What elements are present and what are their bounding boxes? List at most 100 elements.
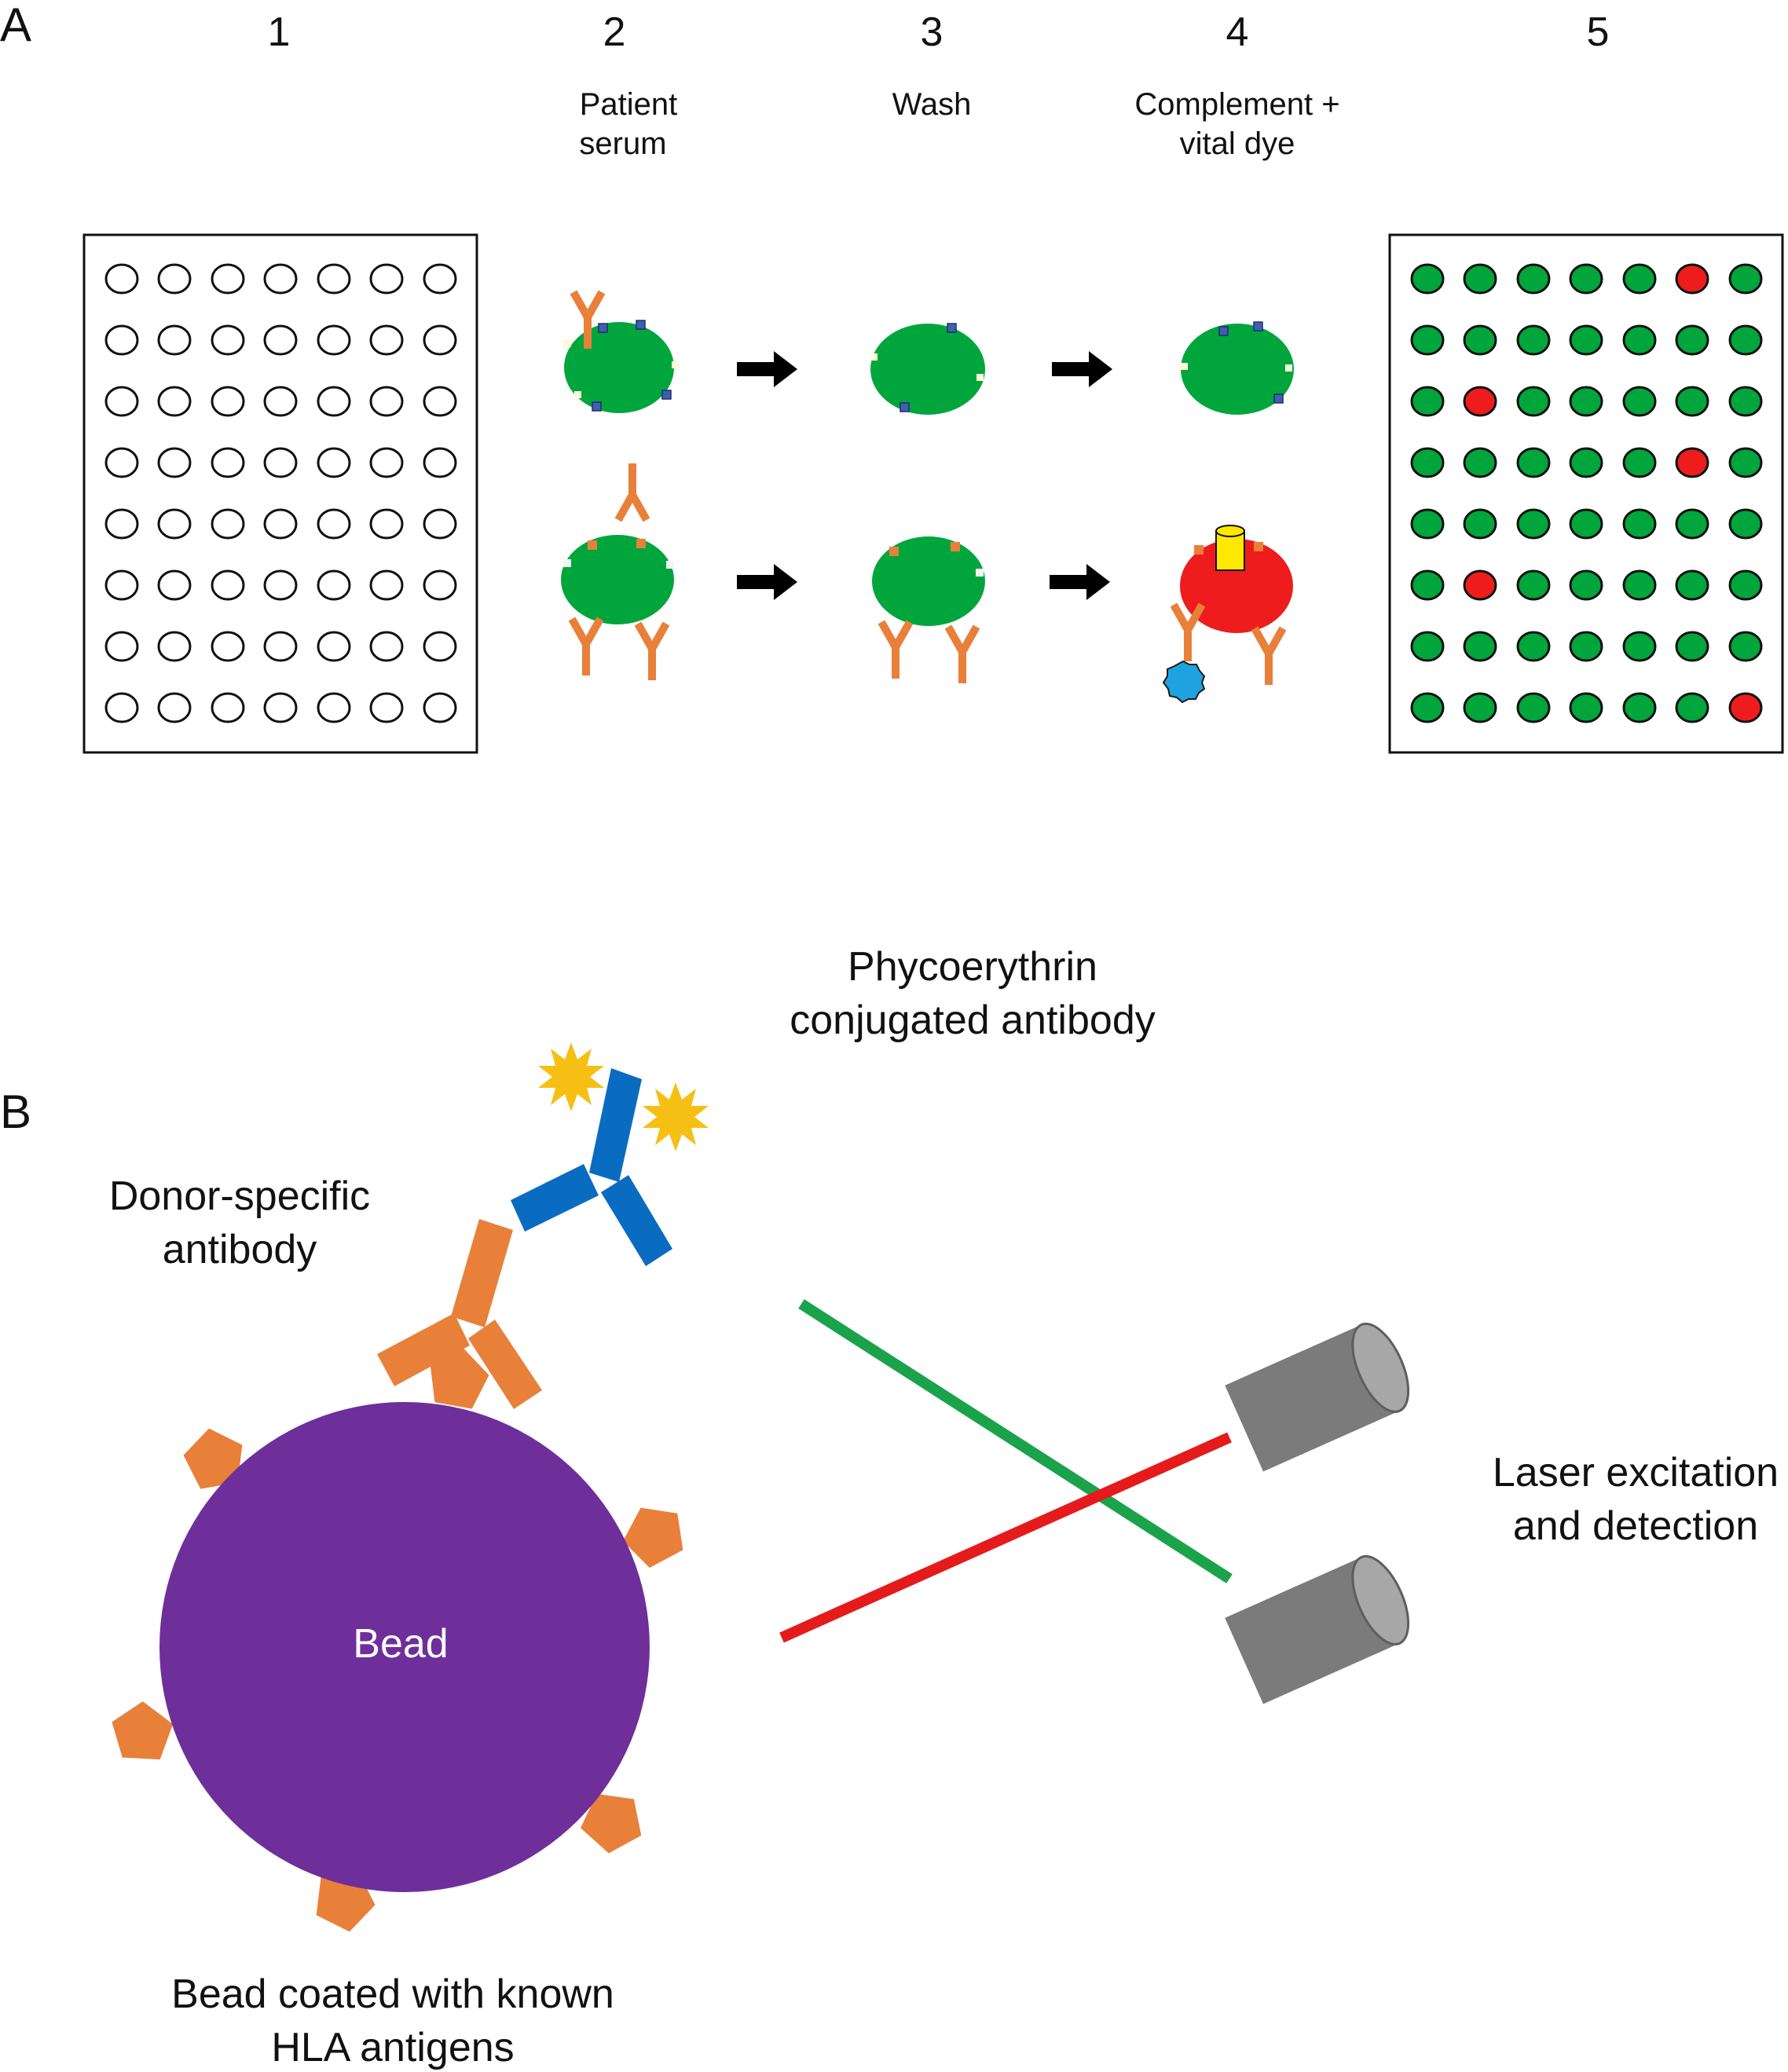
well-negative-live	[1463, 692, 1497, 723]
empty-well	[211, 631, 245, 662]
well-negative-live	[1569, 569, 1603, 601]
step-number-4: 4	[1226, 9, 1249, 55]
empty-well	[369, 631, 404, 662]
antibody-bound-right	[948, 627, 976, 683]
empty-well	[104, 692, 139, 723]
well-negative-live	[1569, 508, 1603, 540]
empty-well	[211, 692, 245, 723]
donor-specific-antibody-icon	[377, 1219, 542, 1409]
laser-beam-green	[798, 1299, 1233, 1583]
phycoerythrin-sun-icon	[643, 1082, 709, 1151]
empty-well	[369, 508, 404, 540]
well-negative-live	[1463, 508, 1497, 540]
empty-well	[263, 386, 298, 417]
step-number-1: 1	[268, 9, 291, 55]
well-negative-live	[1569, 386, 1603, 417]
label-dsa-line1: Donor-specific	[109, 1173, 370, 1219]
caption-wash: Wash	[892, 87, 972, 122]
empty-well	[423, 631, 457, 662]
bead: Bead	[159, 1402, 650, 1892]
well-positive-dead	[1728, 692, 1763, 723]
well-negative-live	[1728, 569, 1763, 601]
well-positive-dead	[1463, 386, 1497, 417]
empty-well	[423, 447, 457, 478]
empty-well	[423, 508, 457, 540]
lymphocyte-viable	[1181, 321, 1294, 415]
well-positive-dead	[1463, 569, 1497, 601]
well-negative-live	[1516, 508, 1551, 540]
panel-a-letter: A	[0, 0, 31, 51]
antibody-bound-right	[638, 624, 666, 680]
lymphocyte-washed	[870, 323, 985, 415]
empty-well	[157, 692, 192, 723]
empty-well	[211, 447, 245, 478]
empty-well	[211, 324, 245, 356]
caption-complement-line2: vital dye	[1180, 126, 1295, 161]
empty-well	[263, 508, 298, 540]
panel-b-letter: B	[0, 1085, 31, 1138]
label-dsa-line2: antibody	[163, 1227, 317, 1272]
well-negative-live	[1410, 386, 1445, 417]
step-number-5: 5	[1587, 9, 1610, 55]
phycoerythrin-sun-icon	[538, 1042, 604, 1111]
empty-well	[317, 631, 351, 662]
empty-well	[157, 386, 192, 417]
antibody-bound-left	[572, 619, 600, 675]
empty-well	[369, 569, 404, 601]
cell-row-negative	[563, 292, 1294, 520]
well-negative-live	[1675, 631, 1709, 662]
well-negative-live	[1516, 324, 1551, 356]
bead-label: Bead	[353, 1621, 448, 1667]
empty-well	[423, 692, 457, 723]
step-number-3: 3	[921, 9, 943, 55]
empty-well	[104, 569, 139, 601]
lymphocyte-with-antibodies	[563, 292, 679, 520]
label-coated-bead-line2: HLA antigens	[271, 2025, 514, 2070]
well-negative-live	[1410, 631, 1445, 662]
well-negative-live	[1463, 631, 1497, 662]
detector-upper-icon	[1223, 1314, 1421, 1473]
arrow-right	[737, 351, 797, 387]
empty-well	[157, 263, 192, 295]
well-negative-live	[1622, 324, 1657, 356]
well-negative-live	[1728, 324, 1763, 356]
empty-well	[317, 447, 351, 478]
cell-row-positive	[561, 525, 1293, 704]
hla-antigen-icon	[101, 1693, 177, 1770]
arrow-right	[1050, 564, 1110, 600]
well-negative-live	[1569, 447, 1603, 478]
label-coated-bead-line1: Bead coated with known	[171, 1971, 614, 2017]
empty-well	[157, 447, 192, 478]
empty-well	[157, 631, 192, 662]
well-negative-live	[1516, 631, 1551, 662]
well-negative-live	[1463, 324, 1497, 356]
label-laser-line2: and detection	[1513, 1503, 1758, 1549]
empty-well	[317, 692, 351, 723]
well-negative-live	[1410, 263, 1445, 295]
well-negative-live	[1622, 508, 1657, 540]
empty-well	[369, 447, 404, 478]
well-positive-dead	[1675, 263, 1709, 295]
well-negative-live	[1569, 324, 1603, 356]
well-negative-live	[1516, 386, 1551, 417]
antibody-bound-right	[1255, 628, 1283, 685]
laser-beam-red	[779, 1432, 1232, 1643]
empty-well	[263, 692, 298, 723]
empty-well	[104, 386, 139, 417]
well-negative-live	[1728, 447, 1763, 478]
antibody-free-bottom	[618, 463, 647, 520]
arrow-right	[737, 564, 797, 600]
empty-well	[104, 631, 139, 662]
panel-a: A 1 2 3 4 5 Patient serum Wash Complemen…	[0, 0, 1784, 754]
empty-well	[423, 386, 457, 417]
well-negative-live	[1410, 508, 1445, 540]
caption-patient-serum-line2: serum	[579, 126, 666, 161]
empty-well	[263, 569, 298, 601]
label-laser-line1: Laser excitation	[1493, 1450, 1779, 1495]
well-negative-live	[1675, 569, 1709, 601]
well-negative-live	[1463, 263, 1497, 295]
label-pe-antibody-line2: conjugated antibody	[790, 998, 1156, 1043]
well-negative-live	[1622, 631, 1657, 662]
well-negative-live	[1516, 263, 1551, 295]
empty-well	[317, 324, 351, 356]
